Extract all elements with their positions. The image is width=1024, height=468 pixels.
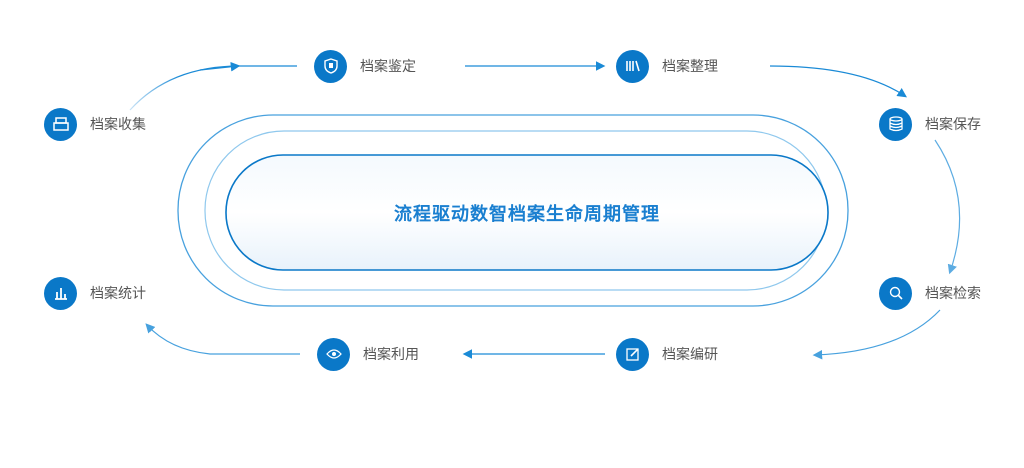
outer-ring bbox=[177, 114, 849, 307]
shield-icon bbox=[314, 49, 347, 83]
node-statistics[interactable]: 档案统计 bbox=[44, 276, 146, 310]
node-label: 档案利用 bbox=[363, 347, 419, 363]
node-label: 档案鉴定 bbox=[360, 59, 416, 75]
bar-chart-icon bbox=[44, 276, 77, 310]
node-label: 档案保存 bbox=[925, 117, 981, 133]
node-label: 档案整理 bbox=[662, 59, 718, 75]
node-label: 档案检索 bbox=[925, 286, 981, 302]
arrow-collect-appraise bbox=[129, 65, 297, 111]
node-appraise[interactable]: 档案鉴定 bbox=[314, 49, 416, 83]
node-use[interactable]: 档案利用 bbox=[317, 337, 419, 371]
search-icon bbox=[879, 276, 912, 310]
node-label: 档案收集 bbox=[90, 117, 146, 133]
arrow-use-stats bbox=[145, 323, 300, 355]
inner-capsule bbox=[225, 154, 829, 271]
center-title: 流程驱动数智档案生命周期管理 bbox=[394, 203, 660, 225]
books-icon bbox=[616, 49, 649, 83]
arrow-organize-store bbox=[769, 65, 907, 98]
node-label: 档案统计 bbox=[90, 286, 146, 302]
flow-arrows bbox=[129, 61, 961, 360]
database-icon bbox=[879, 107, 912, 141]
edit-icon bbox=[616, 337, 649, 371]
node-compile[interactable]: 档案编研 bbox=[616, 337, 718, 371]
node-store[interactable]: 档案保存 bbox=[879, 107, 981, 141]
arrow-search-compile bbox=[812, 309, 941, 360]
node-collect[interactable]: 档案收集 bbox=[44, 107, 146, 141]
arrow-store-search bbox=[934, 139, 961, 275]
node-label: 档案编研 bbox=[662, 347, 718, 363]
arrow-head-1 bbox=[199, 61, 241, 72]
node-search[interactable]: 档案检索 bbox=[879, 276, 981, 310]
inbox-icon bbox=[44, 107, 77, 141]
eye-icon bbox=[317, 337, 350, 371]
node-organize[interactable]: 档案整理 bbox=[616, 49, 718, 83]
